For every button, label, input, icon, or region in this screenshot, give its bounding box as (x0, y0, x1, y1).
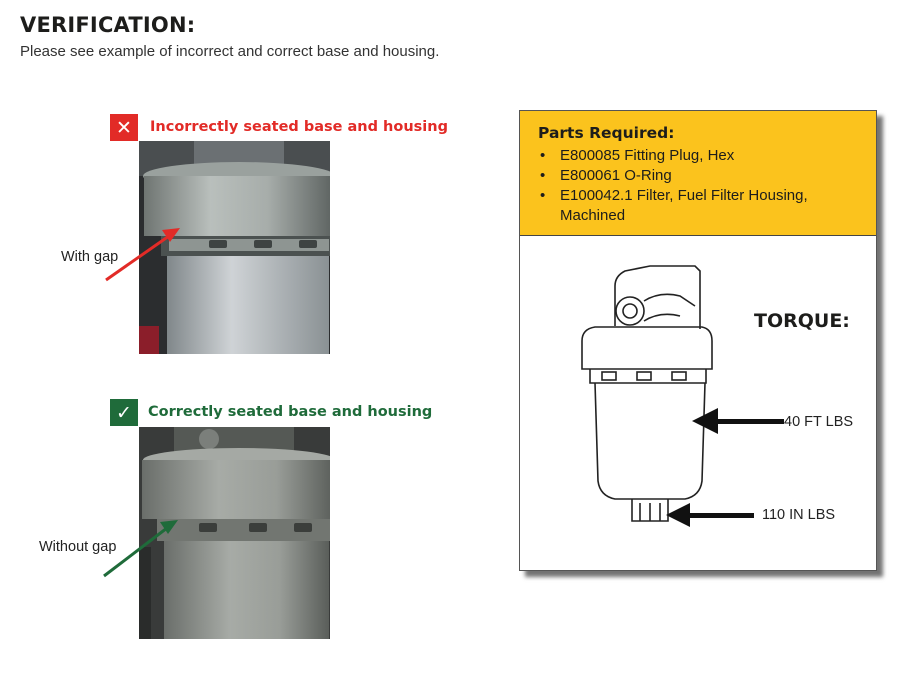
plug-torque-value: 110 IN LBS (762, 507, 836, 523)
without-gap-arrow (103, 526, 168, 578)
without-gap-label: Without gap (39, 539, 117, 555)
torque-arrows (666, 408, 784, 527)
without-gap-arrow-head (160, 520, 178, 534)
incorrect-housing-photo (139, 141, 330, 354)
with-gap-arrow-head (162, 228, 180, 242)
parts-list-item: •E800085 Fitting Plug, Hex (540, 147, 735, 164)
bullet-icon: • (540, 167, 546, 184)
bullet-icon: • (540, 187, 546, 204)
page-subtitle: Please see example of incorrect and corr… (20, 43, 440, 60)
filter-housing-diagram (581, 265, 784, 527)
bullet-icon: • (540, 147, 546, 164)
correct-caption: Correctly seated base and housing (148, 404, 433, 420)
housing-torque-value: 40 FT LBS (784, 414, 854, 430)
parts-required-title: Parts Required: (538, 124, 675, 142)
parts-list: •E800085 Fitting Plug, Hex •E800061 O-Ri… (538, 146, 868, 226)
check-mark-icon: ✓ (110, 399, 138, 426)
page-title: VERIFICATION: (20, 13, 196, 37)
x-mark-icon: ✕ (110, 114, 138, 141)
with-gap-label: With gap (61, 249, 119, 265)
torque-title: TORQUE: (754, 310, 850, 332)
parts-torque-panel: Parts Required: •E800085 Fitting Plug, H… (519, 110, 877, 571)
incorrect-caption: Incorrectly seated base and housing (150, 119, 448, 135)
parts-list-item: •E800061 O-Ring (540, 167, 672, 184)
parts-list-item: •E100042.1 Filter, Fuel Filter Housing, … (540, 187, 808, 224)
parts-required-header: Parts Required: •E800085 Fitting Plug, H… (520, 111, 876, 236)
with-gap-arrow (105, 234, 170, 282)
correct-housing-photo (139, 427, 330, 639)
